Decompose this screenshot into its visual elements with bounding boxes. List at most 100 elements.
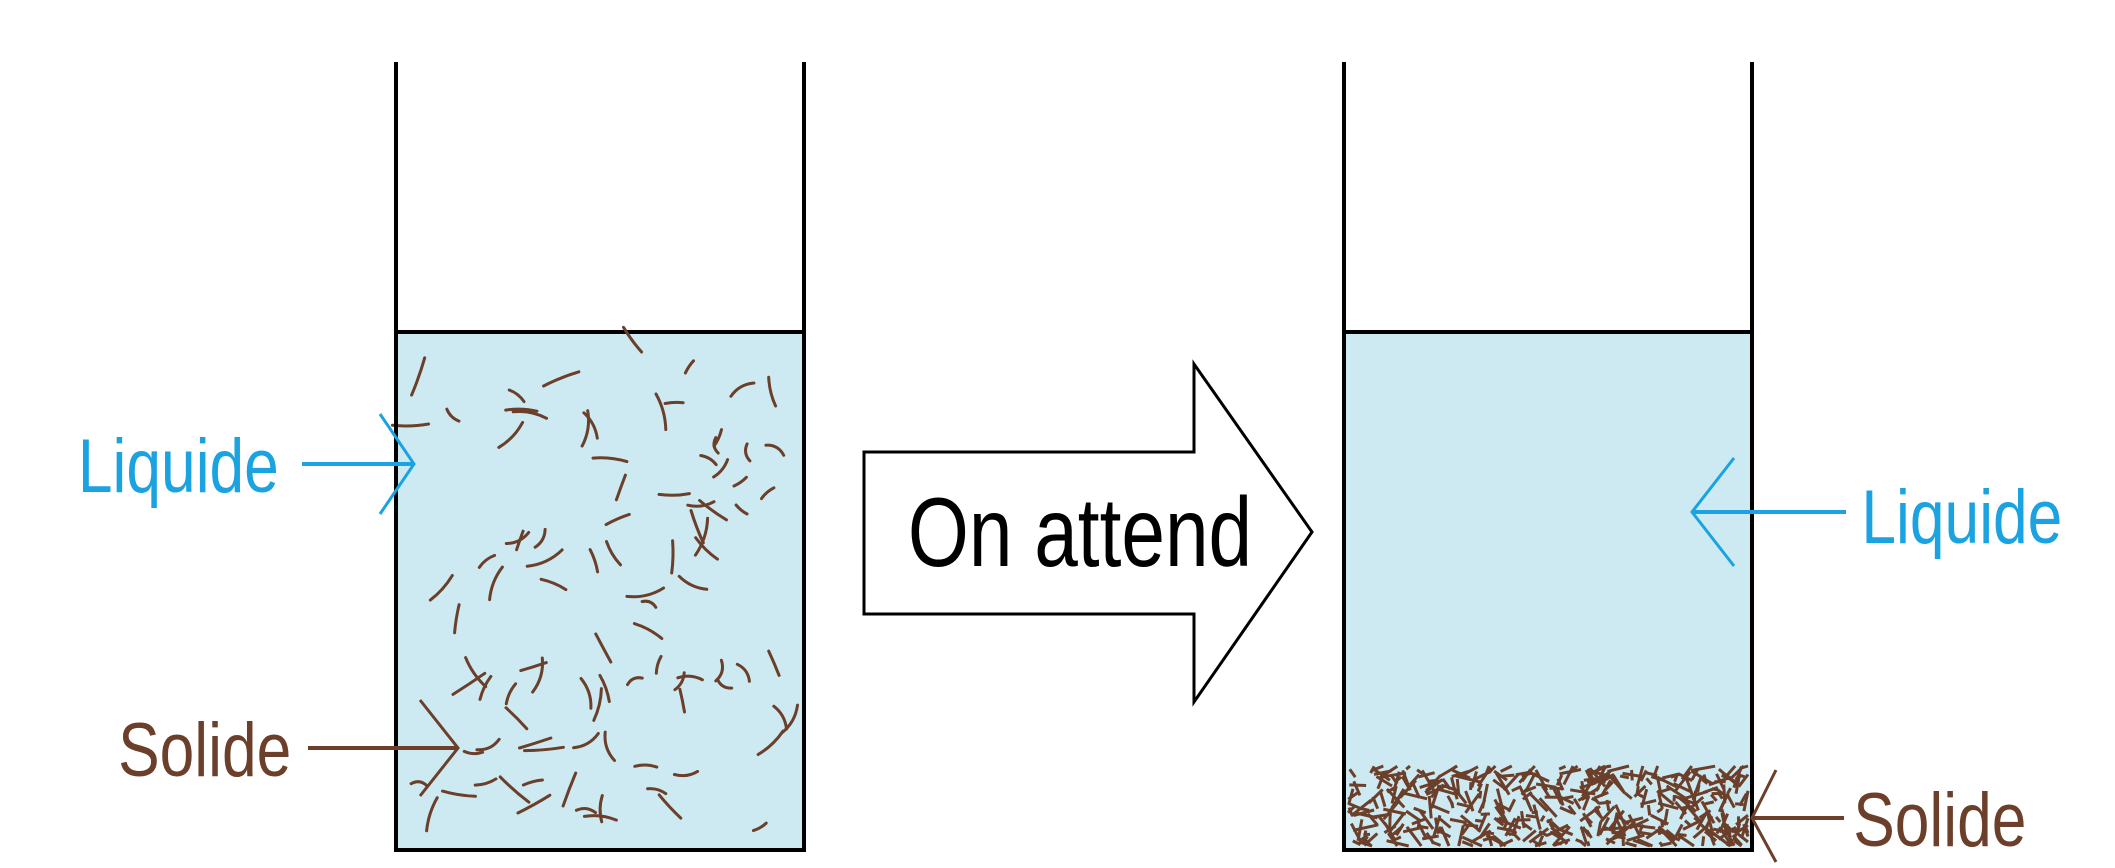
sediment-particle xyxy=(1677,772,1693,783)
sediment-particle xyxy=(1418,810,1435,830)
sediment-particle xyxy=(1624,791,1633,800)
sediment-particle xyxy=(1347,788,1355,805)
sediment-particle xyxy=(1450,777,1459,800)
sediment-particle xyxy=(1496,826,1515,833)
sediment-particle xyxy=(1674,823,1684,839)
sediment-particle xyxy=(1733,839,1743,848)
sediment-particle xyxy=(1737,823,1749,833)
sediment-particle xyxy=(1502,820,1509,830)
sediment-particle xyxy=(1521,790,1533,801)
sediment-particle xyxy=(1535,782,1557,789)
sediment-particle xyxy=(1690,764,1716,772)
sediment-particle xyxy=(1475,818,1483,823)
sediment-particle xyxy=(1383,822,1396,840)
sediment-particle xyxy=(1494,772,1511,796)
solid-particle xyxy=(614,473,627,502)
sediment-particle xyxy=(1451,764,1458,771)
sediment-particle xyxy=(1521,771,1534,778)
sediment-particle xyxy=(1598,816,1611,836)
sediment-particle xyxy=(1400,775,1411,790)
sediment-particle xyxy=(1598,800,1612,805)
solid-particle xyxy=(735,662,751,683)
sediment-particle xyxy=(1494,805,1505,819)
sediment-particle xyxy=(1361,835,1369,844)
sediment-particle xyxy=(1495,817,1522,830)
sediment-particle xyxy=(1645,827,1662,840)
sediment-particle xyxy=(1657,801,1679,811)
sediment-particle xyxy=(1455,778,1461,794)
solid-particle xyxy=(572,732,600,750)
sediment-particle xyxy=(1476,783,1483,793)
sediment-particle xyxy=(1363,832,1379,847)
sediment-particle xyxy=(1373,769,1392,776)
solid-particle xyxy=(451,671,487,696)
sediment-particle xyxy=(1586,841,1591,847)
sediment-particle xyxy=(1725,839,1732,847)
sediment-particle xyxy=(1538,797,1558,818)
sediment-particle xyxy=(1673,770,1692,793)
solid-particle xyxy=(767,375,778,408)
sediment-particle xyxy=(1724,830,1736,847)
sediment-particle xyxy=(1525,814,1538,819)
right-beaker-liquid xyxy=(1344,332,1752,850)
solid-particle xyxy=(410,356,427,397)
sediment-particle xyxy=(1562,765,1575,786)
sediment-particle xyxy=(1663,808,1669,826)
sediment-particle xyxy=(1408,773,1421,786)
solid-particle xyxy=(498,775,531,804)
solid-particle xyxy=(729,381,756,398)
solid-particle xyxy=(504,682,518,706)
sediment-particle xyxy=(1742,823,1750,837)
sediment-particle xyxy=(1640,798,1657,806)
solid-particle xyxy=(673,671,686,692)
sediment-particle xyxy=(1714,815,1722,823)
sediment-particle xyxy=(1690,795,1705,809)
sediment-particle xyxy=(1437,787,1457,796)
solid-particle xyxy=(539,577,568,592)
sediment-particle xyxy=(1703,800,1715,806)
solid-particle xyxy=(632,622,664,640)
left-liquid-arrowhead-icon xyxy=(378,413,416,515)
solid-particle xyxy=(592,687,603,722)
solid-particle xyxy=(772,704,788,731)
right-liquid-arrowhead-icon xyxy=(1690,457,1736,567)
sediment-particle xyxy=(1661,830,1678,848)
solid-particle xyxy=(561,771,578,808)
sediment-particle xyxy=(1614,804,1628,829)
solid-particle xyxy=(646,787,668,796)
sediment-particle xyxy=(1493,816,1505,827)
solid-particle xyxy=(525,548,564,568)
solid-particle xyxy=(521,778,544,787)
solid-particle xyxy=(654,392,668,432)
sediment-particle xyxy=(1621,833,1625,847)
sediment-particle xyxy=(1541,785,1551,798)
right-solid-label: Solide xyxy=(1853,777,2026,862)
left-solid-label: Solide xyxy=(118,707,291,792)
solid-particle xyxy=(518,736,553,750)
sediment-particle xyxy=(1585,830,1593,839)
sediment-particle xyxy=(1529,793,1549,813)
solid-particle xyxy=(477,553,497,569)
sediment-particle xyxy=(1693,816,1701,824)
sediment-particle xyxy=(1586,768,1597,785)
solid-particle xyxy=(686,500,716,508)
solid-particle xyxy=(594,632,613,664)
sediment-particle xyxy=(1366,812,1379,827)
sediment-particle xyxy=(1446,795,1455,806)
sediment-particle xyxy=(1386,785,1398,794)
sediment-particle xyxy=(1441,778,1452,790)
sediment-particle xyxy=(1531,810,1539,815)
sediment-particle xyxy=(1392,825,1404,836)
sediment-particle xyxy=(1572,798,1582,810)
sediment-particle xyxy=(1551,825,1571,847)
sediment-particle xyxy=(1555,774,1564,786)
solid-particle xyxy=(712,458,730,479)
solid-particle xyxy=(670,539,675,575)
solid-particle xyxy=(574,807,597,815)
sediment-particle xyxy=(1455,774,1481,784)
solid-particle xyxy=(734,503,749,516)
sediment-particle xyxy=(1506,831,1516,836)
sediment-particle xyxy=(1592,796,1601,805)
sediment-particle xyxy=(1499,764,1513,773)
solid-particle xyxy=(603,730,616,762)
